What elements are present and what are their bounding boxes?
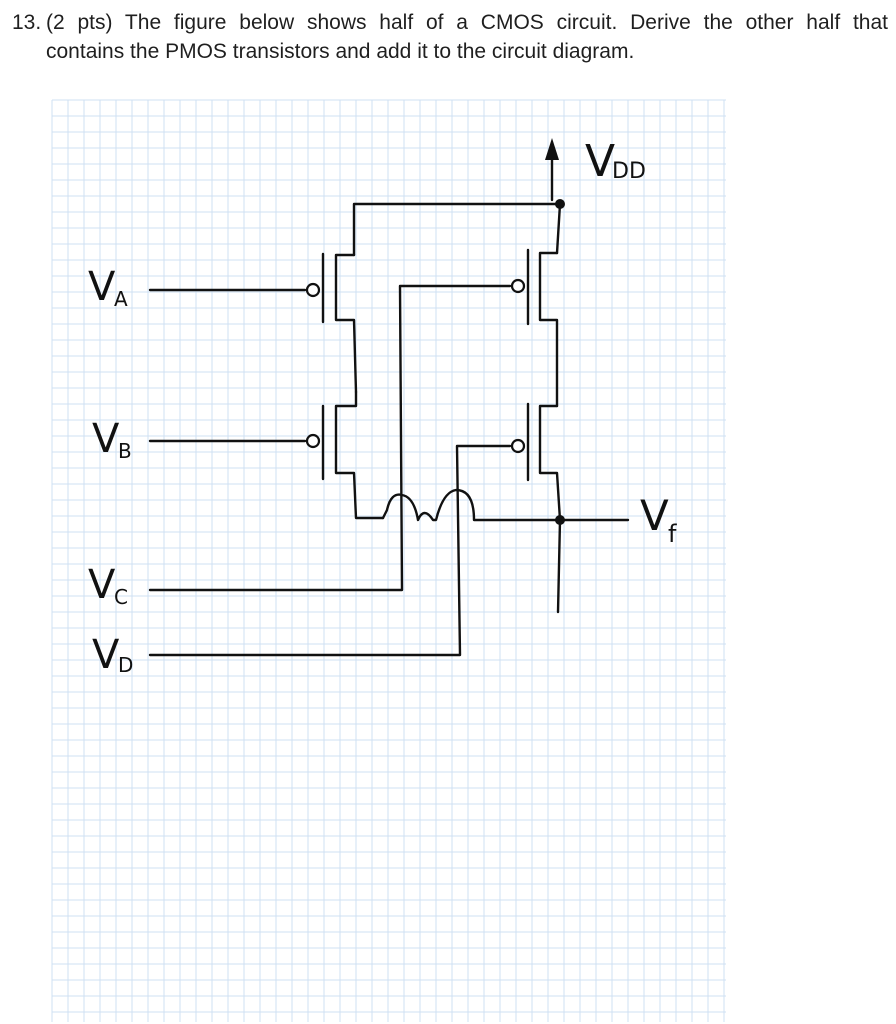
transistor-b-left-drain bbox=[334, 390, 385, 520]
label-vd-sub: D bbox=[118, 653, 133, 677]
bubble-d bbox=[510, 438, 526, 454]
label-vb: V bbox=[92, 416, 120, 462]
label-vc: V bbox=[88, 562, 116, 608]
label-vdd: V bbox=[585, 136, 615, 187]
bubble-b bbox=[305, 433, 321, 449]
top-rail bbox=[352, 202, 562, 257]
label-vc-sub: C bbox=[114, 585, 128, 609]
question: 13. (2 pts) The figure below shows half … bbox=[12, 8, 888, 66]
wire-vc bbox=[148, 284, 512, 592]
label-vdd-sub: DD bbox=[612, 159, 646, 184]
output-rail bbox=[381, 488, 630, 522]
bubble-c bbox=[510, 278, 526, 294]
circuit-wires bbox=[148, 146, 630, 657]
transistor-a-left-drain bbox=[334, 253, 358, 394]
circuit-labels: V DD V A V B V C V D V f bbox=[88, 136, 677, 678]
right-column-upper bbox=[555, 202, 562, 255]
transistor-c-right bbox=[538, 251, 559, 408]
question-line-2: contains the PMOS transistors and add it… bbox=[46, 40, 635, 63]
junction-vdd bbox=[555, 199, 565, 209]
label-va-sub: A bbox=[114, 287, 128, 311]
label-vd: V bbox=[92, 632, 120, 678]
graph-paper-grid bbox=[51, 99, 726, 1022]
label-va: V bbox=[88, 264, 116, 310]
label-vb-sub: B bbox=[118, 439, 132, 463]
bubble-a bbox=[305, 282, 321, 298]
label-vf: V bbox=[640, 491, 669, 540]
wire-vd bbox=[148, 444, 512, 657]
right-column-lower bbox=[556, 518, 562, 614]
label-vf-sub: f bbox=[668, 520, 677, 548]
vdd-arrowhead bbox=[545, 138, 559, 160]
junction-dots bbox=[545, 138, 565, 525]
transistor-d-right bbox=[538, 404, 562, 522]
question-line-1: (2 pts) The figure below shows half of a… bbox=[46, 11, 888, 34]
question-number: 13. bbox=[12, 11, 42, 34]
junction-vf bbox=[555, 515, 565, 525]
gate-bubbles bbox=[305, 278, 526, 454]
